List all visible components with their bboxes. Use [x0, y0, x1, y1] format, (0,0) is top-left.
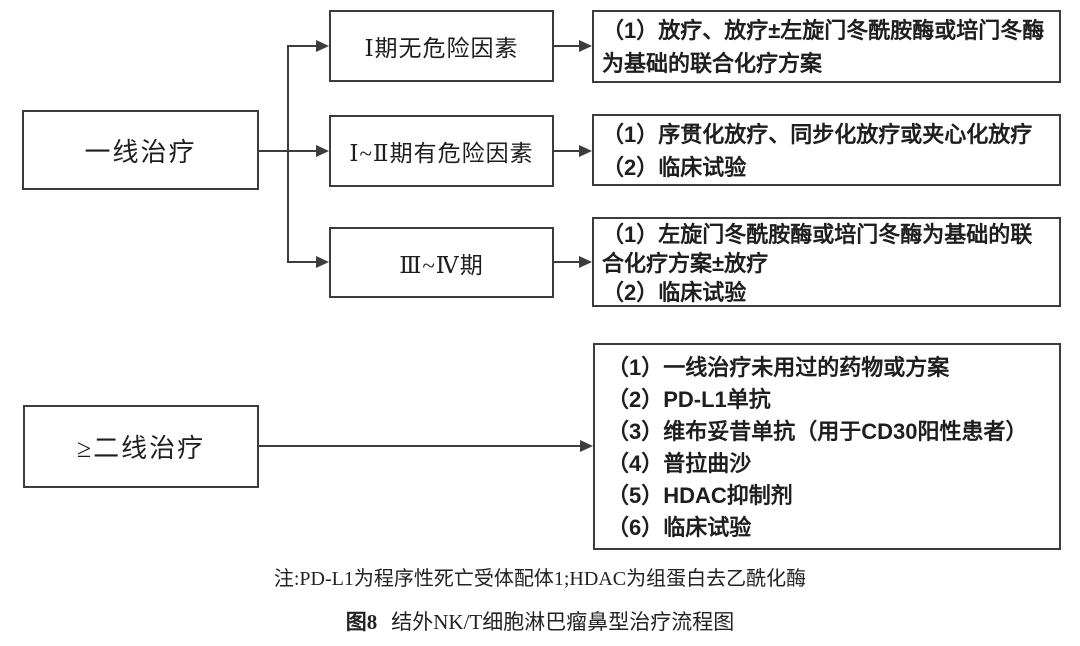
option-line: （6）临床试验 [607, 515, 752, 540]
option-line: （1）一线治疗未用过的药物或方案 [607, 355, 950, 380]
footnote: 注:PD-L1为程序性死亡受体配体1;HDAC为组蛋白去乙酰化酶 [273, 568, 807, 590]
node-label: 一线治疗 [84, 137, 197, 167]
option-line: （2）临床试验 [602, 155, 747, 180]
node-first-line-treatment: 一线治疗 [22, 110, 259, 190]
option-line: （1）序贯化放疗、同步化放疗或夹心化放疗 [602, 122, 1033, 147]
node-treatment-options-second-line: （1）一线治疗未用过的药物或方案 （2）PD-L1单抗 （3）维布妥昔单抗（用于… [593, 343, 1061, 550]
option-line: （2）PD-L1单抗 [607, 387, 771, 412]
node-treatment-options-stage3-4: （1）左旋门冬酰胺酶或培门冬酶为基础的联合化疗方案±放疗 （2）临床试验 [592, 217, 1061, 307]
arrowhead-icon [579, 256, 592, 268]
option-line: （4）普拉曲沙 [607, 451, 752, 476]
node-treatment-options-stage1-2: （1）序贯化放疗、同步化放疗或夹心化放疗 （2）临床试验 [592, 114, 1061, 186]
connector-stage3-to-options [554, 261, 580, 263]
arrowhead-icon [316, 40, 329, 52]
node-second-line-treatment: ≥二线治疗 [23, 405, 259, 488]
node-stage-1-no-risk: Ⅰ期无危险因素 [329, 10, 554, 82]
node-stage-3-4: Ⅲ~Ⅳ期 [329, 227, 554, 298]
node-label: ≥二线治疗 [76, 434, 206, 463]
connector-trunk-to-stage1 [287, 45, 317, 47]
figure-title: 结外NK/T细胞淋巴瘤鼻型治疗流程图 [391, 610, 735, 634]
connector-trunk-to-stage3 [287, 261, 317, 263]
node-label: Ⅲ~Ⅳ期 [399, 252, 484, 278]
figure-caption: 图8 结外NK/T细胞淋巴瘤鼻型治疗流程图 [0, 606, 1080, 636]
option-line: （5）HDAC抑制剂 [607, 483, 793, 508]
option-line: （1）左旋门冬酰胺酶或培门冬酶为基础的联合化疗方案±放疗 [602, 222, 1033, 276]
option-line: （2）临床试验 [602, 280, 747, 305]
option-line: （3）维布妥昔单抗（用于CD30阳性患者） [607, 419, 1028, 444]
connector-stage1-to-options [554, 45, 580, 47]
connector-stage2-to-options [554, 150, 580, 152]
arrowhead-icon [580, 440, 593, 452]
node-stage-1-2-with-risk: Ⅰ~Ⅱ期有危险因素 [329, 115, 554, 187]
arrowhead-icon [579, 145, 592, 157]
node-treatment-options-stage1: （1）放疗、放疗±左旋门冬酰胺酶或培门冬酶为基础的联合化疗方案 [592, 10, 1061, 83]
connector-secondline-to-options [259, 445, 581, 447]
arrowhead-icon [316, 145, 329, 157]
connector-branch-trunk [287, 45, 289, 263]
arrowhead-icon [316, 256, 329, 268]
node-label: Ⅰ~Ⅱ期有危险因素 [349, 141, 534, 166]
figure-number: 图8 [345, 610, 378, 634]
arrowhead-icon [579, 40, 592, 52]
option-line: （1）放疗、放疗±左旋门冬酰胺酶或培门冬酶为基础的联合化疗方案 [602, 18, 1045, 76]
node-label: Ⅰ期无危险因素 [364, 36, 519, 61]
